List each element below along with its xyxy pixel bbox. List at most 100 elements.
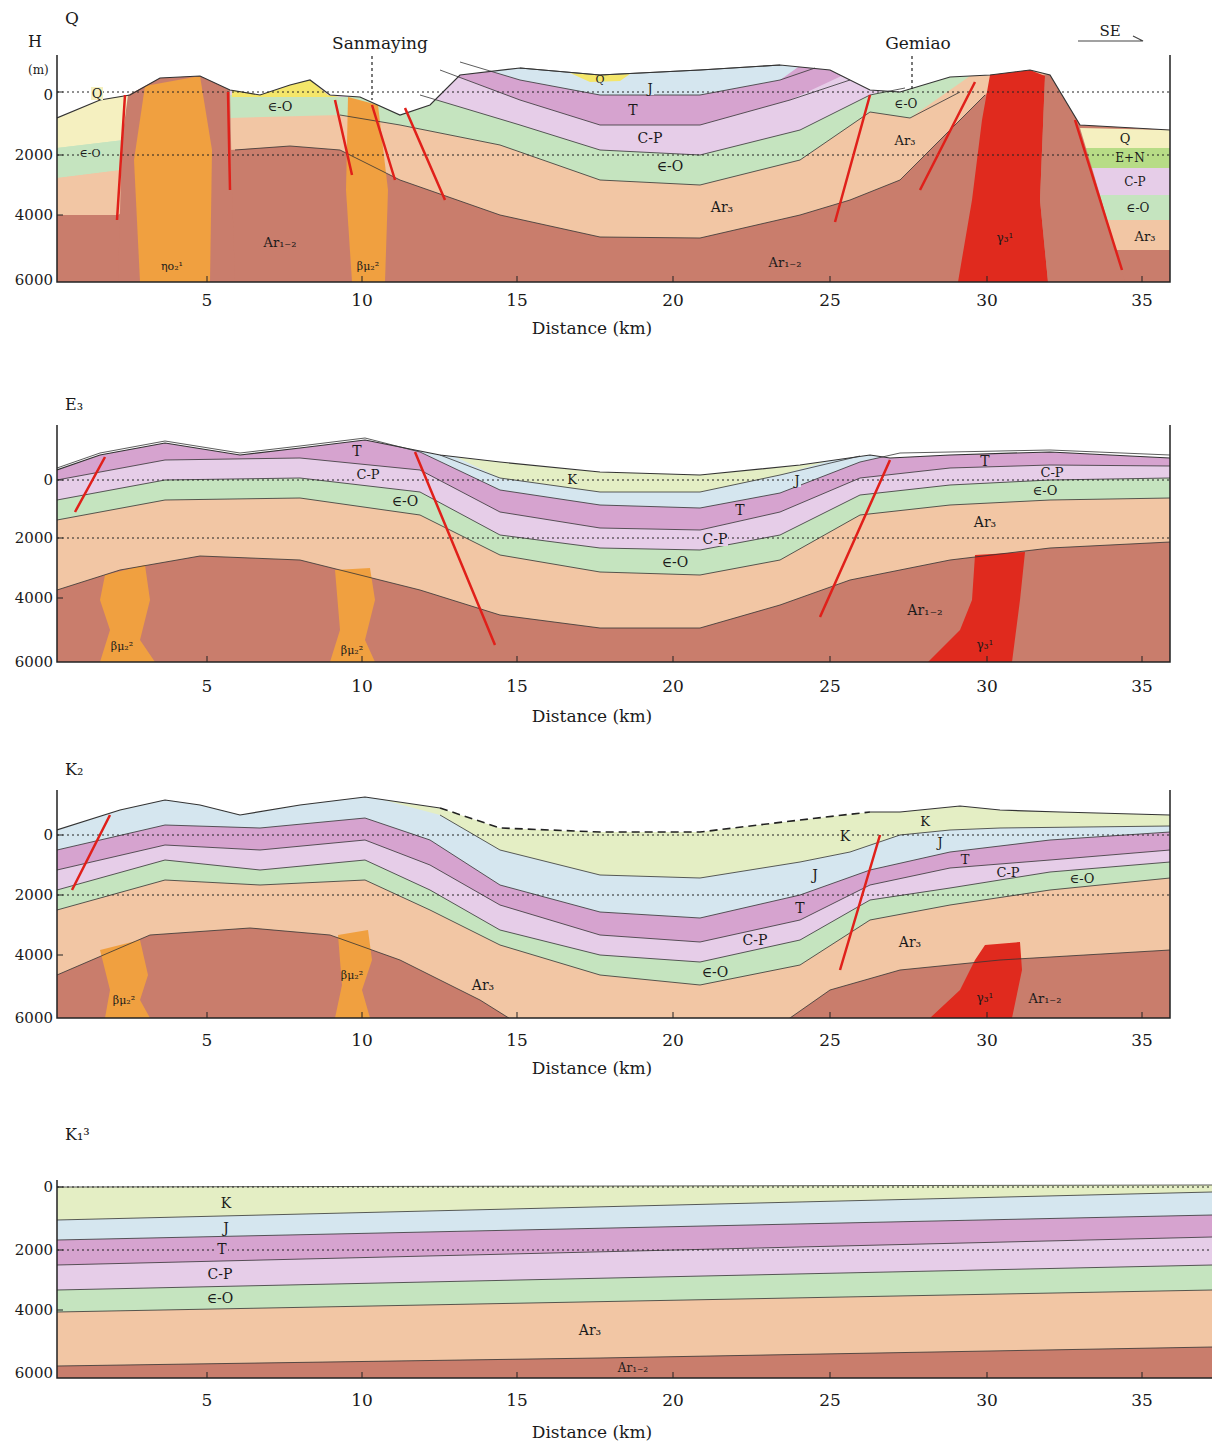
- distance-value: 30: [976, 678, 998, 695]
- ar12-layer: [57, 60, 1170, 282]
- distance-value: 35: [1131, 292, 1153, 309]
- ar3-layer: [57, 498, 1170, 662]
- level-line: [57, 1187, 1212, 1250]
- layer-label: T: [352, 444, 361, 458]
- intrusion-label: ηo₂¹: [161, 261, 183, 272]
- carboniferous-permian-layer: [57, 1237, 1212, 1378]
- distance-value: 20: [662, 1392, 684, 1409]
- layer-label: Ar₁₋₂: [1029, 992, 1062, 1005]
- layer-label: C-P: [743, 933, 768, 947]
- carboniferous-permian-layer: [57, 458, 1170, 662]
- boundary-line: [57, 818, 1170, 918]
- layer-label: J: [936, 836, 943, 849]
- ar12-horst: [118, 76, 235, 282]
- place-name: Gemiao: [885, 35, 951, 52]
- ar3-layer: [57, 170, 121, 215]
- panel-title: Q: [65, 10, 79, 27]
- tick-marks: [57, 480, 1142, 662]
- layer-label: Ar₁₋₂: [618, 1362, 648, 1374]
- section-frame: [57, 425, 1170, 662]
- layer-label: ∈-O: [268, 100, 293, 113]
- depth-value: 2000: [15, 148, 53, 163]
- direction-label: SE: [1099, 24, 1120, 39]
- intrusion: [100, 565, 155, 662]
- boundary-line: [235, 95, 985, 238]
- ar12-layer: [1116, 250, 1170, 282]
- ar3-layer: [57, 1290, 1212, 1378]
- layer-label: Q: [1120, 132, 1131, 145]
- depth-value: 4000: [15, 591, 53, 606]
- distance-value: 5: [202, 1032, 213, 1049]
- panel-title: E₃: [65, 397, 83, 413]
- boundary-line: [57, 478, 1170, 550]
- layer-label: Ar₁₋₂: [769, 256, 802, 269]
- depth-value: 0: [43, 1180, 53, 1195]
- layer-label: K: [839, 829, 851, 843]
- layer-label: Q: [91, 87, 104, 100]
- granite: [958, 70, 1048, 282]
- distance-value: 15: [506, 678, 528, 695]
- distance-value: 10: [351, 292, 373, 309]
- sky: [57, 425, 1170, 475]
- layer-label: E+N: [1114, 152, 1145, 164]
- depth-value: 6000: [15, 655, 53, 670]
- section-frame: [57, 55, 1170, 282]
- layer-label: ∈-O: [207, 1291, 234, 1305]
- depth-value: 6000: [15, 273, 53, 288]
- ar12-layer: [57, 928, 1170, 1018]
- layer-label: Q: [595, 74, 604, 85]
- layer-label: ∈-O: [657, 159, 684, 173]
- axis-unit: (m): [28, 64, 49, 76]
- layer-label: ∈-O: [1033, 484, 1058, 497]
- section-q: [57, 50, 1170, 282]
- axis-title: Distance (km): [532, 708, 652, 725]
- distance-value: 15: [506, 1392, 528, 1409]
- surface-line: [57, 797, 440, 830]
- boundary-line: [57, 840, 1170, 942]
- intrusion: [330, 568, 375, 662]
- level-line: [57, 92, 1170, 155]
- distance-value: 35: [1131, 678, 1153, 695]
- boundary-line: [440, 70, 850, 125]
- depth-value: 2000: [15, 888, 53, 903]
- ar3-layer: [1107, 220, 1170, 250]
- boundary-line: [57, 860, 1170, 962]
- distance-value: 35: [1131, 1032, 1153, 1049]
- axis-title: Distance (km): [532, 1060, 652, 1077]
- layer-label: K: [221, 1196, 231, 1210]
- triassic-layer: [57, 1215, 1212, 1378]
- boundary-line: [57, 878, 1170, 985]
- level-line: [57, 835, 1170, 895]
- layer-label: Ar₃: [579, 1323, 601, 1337]
- layer-label: Ar₃: [974, 515, 996, 529]
- fault-line: [72, 815, 880, 970]
- section-frame: [57, 1180, 1212, 1378]
- intrusion-label: βμ₂²: [357, 261, 379, 272]
- granite: [930, 942, 1022, 1018]
- section-frame: [57, 790, 1170, 1018]
- layer-label: T: [795, 901, 804, 915]
- intrusion: [346, 97, 388, 282]
- layer-label: Ar₃: [895, 134, 916, 147]
- axis-title: H: [28, 34, 42, 50]
- surface-line: [57, 440, 1170, 475]
- tick-marks: [57, 835, 1142, 1018]
- intrusion-label: γ₃¹: [977, 992, 994, 1004]
- layer-label: T: [628, 103, 637, 117]
- layer-label: J: [812, 868, 818, 882]
- layer-label: ∈-O: [1127, 202, 1150, 214]
- depth-value: 4000: [15, 1303, 53, 1318]
- distance-value: 30: [976, 1392, 998, 1409]
- boundary-line: [57, 498, 1170, 575]
- layer-label: Ar₃: [711, 200, 733, 214]
- layer-label: Ar₃: [899, 935, 921, 949]
- depth-value: 0: [43, 473, 53, 488]
- quaternary-layer: [1080, 128, 1170, 148]
- fault-line: [117, 82, 1122, 270]
- distance-value: 25: [819, 678, 841, 695]
- distance-value: 30: [976, 1032, 998, 1049]
- section-k2: [57, 785, 1170, 1018]
- layer-label: Ar₃: [1135, 230, 1156, 243]
